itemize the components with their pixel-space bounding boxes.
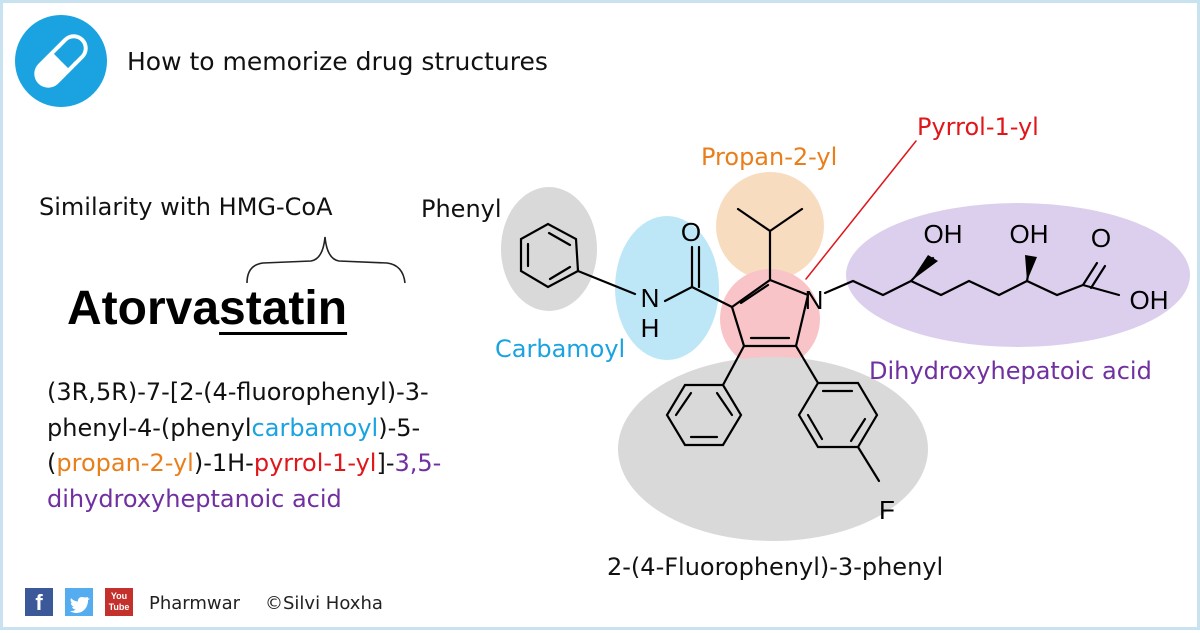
brand-name: Pharmwar: [149, 593, 241, 614]
atom-n-pyrrole: N: [805, 285, 824, 315]
twitter-icon[interactable]: [65, 588, 93, 616]
atom-oh-acid: OH: [1130, 285, 1169, 315]
iupac-part: ]-: [376, 449, 395, 477]
iupac-carbamoyl: carbamoyl: [251, 413, 379, 442]
wedge-bond: [911, 255, 938, 281]
atom-fluorine: F: [879, 495, 895, 525]
label-carbamoyl: Carbamoyl: [495, 335, 625, 363]
iupac-dihydroxy: 3,5-dihydroxyheptanoic acid: [47, 449, 442, 513]
atom-oh-1: OH: [924, 219, 963, 249]
iupac-name: (3R,5R)-7-[2-(4-fluorophenyl)-3-phenyl-4…: [47, 375, 507, 517]
brace-icon: [246, 236, 406, 284]
fluorophenyl-highlight: [618, 357, 928, 541]
iupac-part: )-1H-: [193, 449, 254, 477]
label-propan: Propan-2-yl: [701, 143, 837, 171]
iupac-pyrrol: pyrrol-1-yl: [253, 449, 377, 477]
atom-o-amide: O: [681, 217, 701, 247]
pill-capsule-icon: [15, 15, 107, 107]
youtube-text-top: You: [110, 591, 128, 601]
copyright: ©Silvi Hoxha: [265, 593, 383, 614]
facebook-glyph: f: [35, 590, 43, 615]
dihydroxy-highlight: [846, 203, 1190, 347]
page-title: How to memorize drug structures: [127, 47, 548, 76]
propan-highlight: [716, 172, 824, 280]
youtube-text-bottom: Tube: [108, 602, 130, 612]
iupac-part: (3R,5R)-7-[2-(4-fluorophenyl)-3-phenyl-4…: [47, 378, 429, 442]
iupac-part: )-5-(: [47, 413, 421, 478]
iupac-propan: propan-2-yl: [56, 449, 194, 477]
label-phenyl: Phenyl: [421, 195, 502, 223]
label-fluorophenyl: 2-(4-Fluorophenyl)-3-phenyl: [607, 553, 943, 581]
atom-oh-2: OH: [1010, 219, 1049, 249]
drug-name: Atorvastatin: [67, 281, 347, 336]
atorvastatin-structure: O N H N OH OH O OH F Phenyl Propan-2-yl …: [421, 113, 1190, 581]
label-pyrrol: Pyrrol-1-yl: [917, 113, 1039, 141]
phenyl-highlight: [501, 187, 597, 311]
carbamoyl-highlight: [615, 216, 719, 360]
facebook-icon[interactable]: f: [25, 588, 53, 616]
atom-n-amide: N: [641, 283, 660, 313]
youtube-icon[interactable]: You Tube: [105, 588, 133, 616]
twitter-bird-icon: [70, 597, 90, 613]
pyrrol-highlight: [720, 269, 820, 369]
atom-o-acid: O: [1091, 223, 1111, 253]
label-dihydroxy: Dihydroxyhepatoic acid: [869, 357, 1152, 385]
atom-h-amide: H: [641, 313, 660, 343]
drug-name-suffix: statin: [219, 282, 348, 335]
wedge-bond: [1025, 255, 1037, 281]
similarity-label: Similarity with HMG-CoA: [39, 193, 333, 221]
drug-name-prefix: Atorva: [67, 282, 220, 335]
